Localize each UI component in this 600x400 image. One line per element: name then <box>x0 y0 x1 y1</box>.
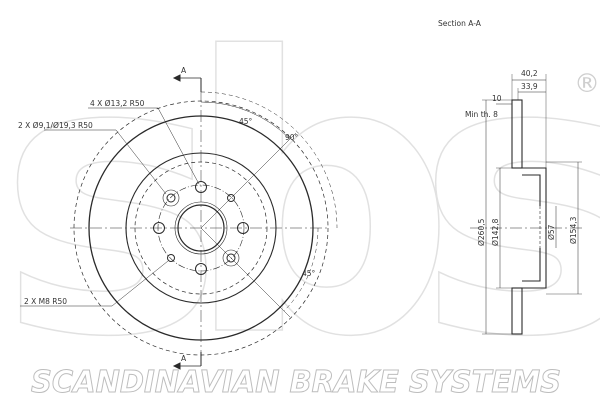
threaded-hole <box>166 193 176 203</box>
section-arrowhead-top <box>172 74 181 82</box>
stud-hole <box>195 263 207 275</box>
leader-threads <box>20 260 169 307</box>
section-label-bottom: A <box>181 354 187 363</box>
angle-ray-45 <box>200 132 297 229</box>
friction-ring-bottom <box>511 287 523 335</box>
angle-arc-45-top <box>200 101 291 140</box>
section-title: Section A-A <box>438 19 482 28</box>
hat-profile-bottom <box>522 248 547 289</box>
stud-hole <box>153 222 165 234</box>
dim-label-overall-width: 40,2 <box>521 69 538 78</box>
dim-label-outer-diameter: Ø260,5 <box>477 218 486 246</box>
angle-label-90: 90° <box>285 133 299 142</box>
hat-inner-bottom <box>522 248 541 282</box>
front-view <box>20 74 338 370</box>
leader-stud-holes <box>88 107 200 185</box>
leader-threaded-holes <box>44 129 167 195</box>
threaded-hole-counterbore <box>222 249 240 267</box>
thread-hole <box>167 254 175 262</box>
dim-label-friction-inner-diameter: Ø142,8 <box>491 218 500 246</box>
angle-arc-90 <box>200 91 338 229</box>
thread-hole <box>227 194 235 202</box>
friction-ring-top <box>511 99 523 169</box>
section-label-top: A <box>181 66 187 75</box>
callout-threaded-holes: 2 X Ø9,1/Ø19,3 R50 <box>18 121 93 130</box>
dim-label-bore-diameter: Ø57 <box>547 224 556 240</box>
dim-label-hat-depth: 33,9 <box>521 82 538 91</box>
registered-mark: ® <box>574 69 600 99</box>
section-view <box>470 74 585 335</box>
callout-threads: 2 X M8 R50 <box>24 297 67 306</box>
angle-label-45-bottom: 45° <box>302 269 316 278</box>
angle-label-45-top: 45° <box>239 117 253 126</box>
dim-label-hat-diameter: Ø154,3 <box>569 216 578 244</box>
angle-ray-45-bottom <box>200 227 291 318</box>
stud-hole <box>237 222 249 234</box>
sbs-tagline: SCANDINAVIAN BRAKE SYSTEMS <box>31 365 561 400</box>
angle-arc-45-bottom <box>283 227 319 312</box>
dim-label-thickness: 10 <box>492 94 502 103</box>
dim-label-min-thickness: Min th. 8 <box>465 110 498 119</box>
hat-inner-top <box>522 174 541 206</box>
callout-stud-holes: 4 X Ø13,2 R50 <box>90 99 145 108</box>
threaded-hole <box>226 253 236 263</box>
section-arrowhead-bottom <box>172 362 181 370</box>
threaded-hole-counterbore <box>162 189 180 207</box>
stud-hole <box>195 181 207 193</box>
